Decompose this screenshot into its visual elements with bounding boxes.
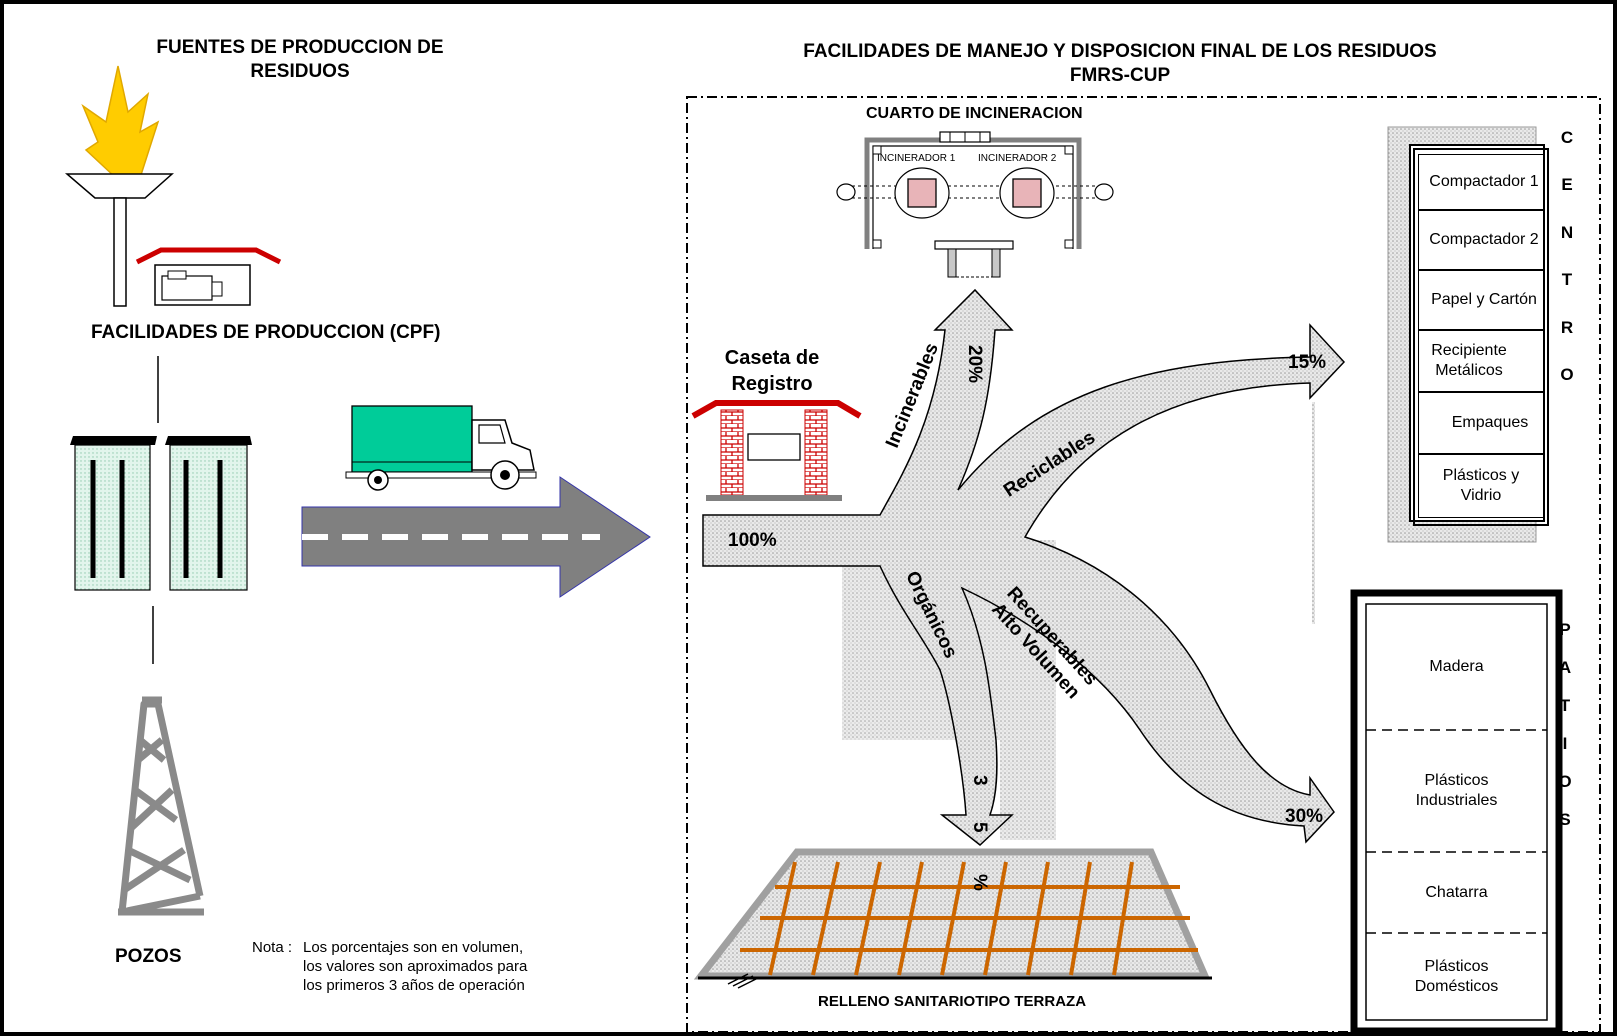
centro-item: Plásticos y Vidrio: [1418, 454, 1544, 518]
facilities-title-line2: FMRS-CUP: [1069, 65, 1171, 86]
truck-icon: [345, 405, 537, 491]
note-line2: los valores son aproximados para: [303, 958, 528, 975]
sources-title: FUENTES DE PRODUCCION DE RESIDUOS: [100, 36, 500, 84]
centro-item: Compactador 1: [1418, 154, 1544, 210]
centro-item-label: Compactador 2: [1429, 231, 1539, 248]
patios-letter: S: [1559, 810, 1571, 829]
patios-letter: A: [1558, 658, 1572, 677]
incinerator2-label: INCINERADOR 2: [978, 153, 1057, 164]
registration-booth-icon: [691, 400, 862, 501]
incineration-room-label: CUARTO DE INCINERACION: [866, 105, 1083, 122]
patios-item: Madera: [1429, 658, 1484, 675]
waste-flow-arrows: [702, 288, 1346, 846]
centro-item-label: Plásticos y Vidrio: [1442, 467, 1520, 504]
patios-item: Chatarra: [1425, 883, 1488, 901]
patios-item: Plásticos Domésticos: [1414, 957, 1499, 995]
organicos-percent-sign: %: [969, 874, 990, 891]
facility-boundary: [686, 96, 1601, 1033]
storage-tank-icon: [165, 436, 252, 591]
patios-letter: T: [1559, 696, 1571, 715]
centro-building: [1387, 126, 1549, 543]
patios-letter: P: [1559, 620, 1571, 639]
note-line1: Los porcentajes son en volumen,: [303, 939, 524, 956]
landfill-label: RELLENO SANITARIOTIPO TERRAZA: [818, 993, 1087, 1010]
incineration-room: [836, 131, 1114, 278]
oil-derrick-icon: [118, 696, 204, 916]
reciclables-percent: 15%: [1288, 352, 1327, 373]
incinerator1-label: INCINERADOR 1: [877, 153, 956, 164]
centro-letter: N: [1560, 223, 1574, 242]
centro-item-label: Compactador 1: [1429, 173, 1539, 190]
caseta-label: Caseta de Registro: [712, 345, 832, 397]
caseta-line1: Caseta de: [724, 347, 820, 369]
centro-item: Recipiente Metálicos: [1418, 330, 1544, 392]
facilities-title-line1: FACILIDADES DE MANEJO Y DISPOSICION FINA…: [803, 41, 1437, 62]
sources-title-line1: FUENTES DE PRODUCCION DE: [156, 37, 444, 58]
patios-item: Plásticos Industriales: [1415, 772, 1498, 809]
incinerables-percent: 20%: [964, 345, 985, 384]
centro-item: Empaques: [1418, 392, 1544, 454]
organicos-percent-3: 3: [969, 775, 990, 786]
note-prefix: Nota :: [252, 939, 293, 956]
centro-item: Papel y Cartón: [1418, 270, 1544, 330]
facilities-title: FACILIDADES DE MANEJO Y DISPOSICION FINA…: [700, 40, 1540, 88]
pozos-label: POZOS: [115, 946, 182, 967]
sources-title-line2: RESIDUOS: [250, 61, 350, 82]
landfill-icon: [693, 848, 1212, 989]
recuperables-percent: 30%: [1285, 806, 1324, 827]
flame-icon: [81, 65, 160, 179]
centro-letter: O: [1560, 365, 1574, 384]
centro-item-label: Recipiente Metálicos: [1431, 342, 1507, 379]
patios-yard: [1350, 589, 1563, 1035]
storage-tank-icon: [70, 436, 157, 591]
facility-roof-icon: [135, 247, 282, 265]
flare-stack-icon: [64, 173, 174, 199]
centro-letter: R: [1560, 318, 1574, 337]
organicos-percent-5: 5: [969, 822, 990, 833]
patios-letter: O: [1558, 772, 1572, 791]
cpf-label: FACILIDADES DE PRODUCCION (CPF): [91, 322, 441, 343]
road-arrow: [301, 476, 651, 598]
centro-letter: T: [1561, 270, 1573, 289]
generator-icon: [154, 264, 251, 306]
centro-letter: E: [1561, 175, 1573, 194]
centro-item-label: Empaques: [1451, 414, 1529, 431]
input-percent: 100%: [728, 530, 777, 551]
centro-letter: C: [1560, 128, 1574, 147]
centro-item-label: Papel y Cartón: [1431, 291, 1537, 308]
centro-item: Compactador 2: [1418, 210, 1544, 270]
caseta-line2: Registro: [731, 373, 813, 395]
note-line3: los primeros 3 años de operación: [303, 977, 525, 994]
patios-letter: I: [1562, 734, 1568, 753]
